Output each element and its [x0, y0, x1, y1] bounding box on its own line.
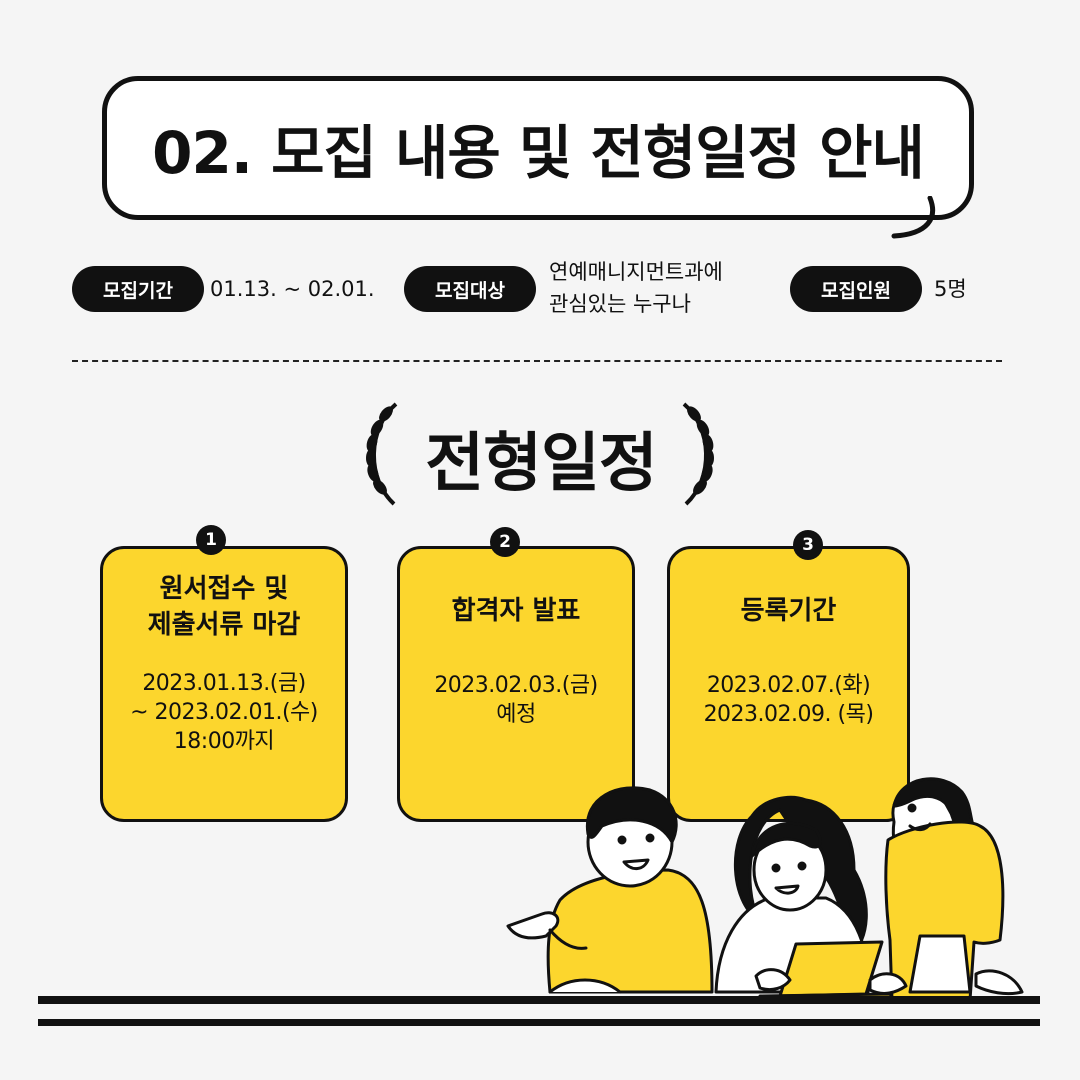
floor-line-bottom: [38, 1019, 1040, 1026]
period-badge: 모집기간: [72, 266, 204, 312]
step-2-title: 합격자 발표: [451, 596, 581, 626]
bubble-tail-icon: [891, 196, 936, 239]
count-badge: 모집인원: [790, 266, 922, 312]
step-number-2: 2: [490, 527, 520, 557]
laurel-left-icon: [366, 402, 398, 506]
step-3-date: 2023.02.07.(화) 2023.02.09. (목): [703, 673, 874, 727]
schedule-title: 전형일정: [425, 427, 658, 501]
step-3-title: 등록기간: [740, 596, 837, 626]
period-value: 01.13. ~ 02.01.: [210, 277, 375, 301]
step-number-1: 1: [196, 525, 226, 555]
step-1-date: 2023.01.13.(금) ~ 2023.02.01.(수) 18:00까지: [130, 671, 318, 754]
page-title: 02. 모집 내용 및 전형일정 안내: [152, 119, 925, 187]
step-card-3: 등록기간 2023.02.07.(화) 2023.02.09. (목): [667, 546, 910, 822]
laurel-right-icon: [682, 402, 714, 506]
count-value: 5명: [934, 277, 967, 301]
floor-line-top: [38, 996, 1040, 1004]
target-value: 연예매니지먼트과에 관심있는 누구나: [549, 260, 723, 316]
dashed-divider: [72, 360, 1002, 362]
target-badge: 모집대상: [404, 266, 536, 312]
people-illustration: [506, 777, 1024, 1004]
step-1-title: 원서접수 및 제출서류 마감: [147, 574, 301, 640]
step-card-2: 합격자 발표 2023.02.03.(금) 예정: [397, 546, 635, 822]
step-2-date: 2023.02.03.(금) 예정: [434, 673, 598, 727]
step-card-1: 원서접수 및 제출서류 마감 2023.01.13.(금) ~ 2023.02.…: [100, 546, 348, 822]
step-number-3: 3: [793, 530, 823, 560]
title-bubble: 02. 모집 내용 및 전형일정 안내: [102, 76, 974, 220]
